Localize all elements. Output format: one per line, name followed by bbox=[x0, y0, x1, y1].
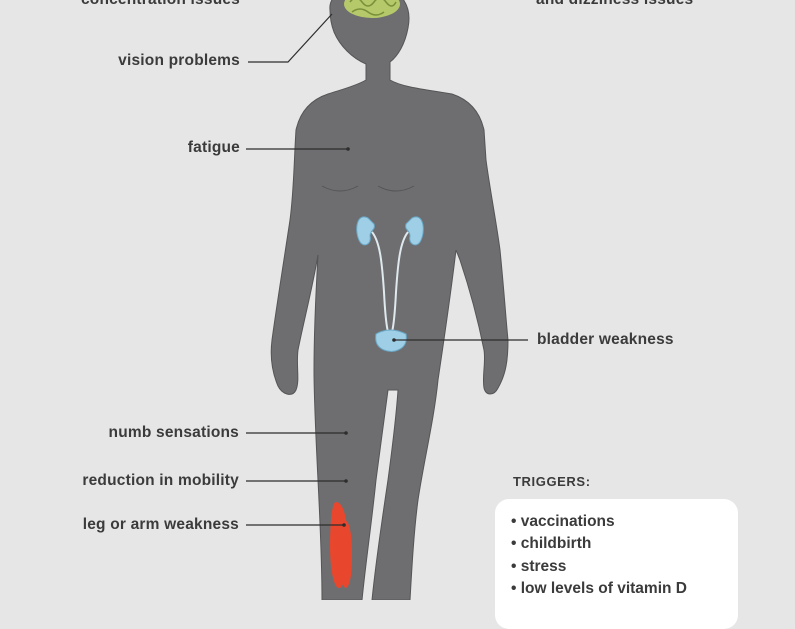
leader-vision bbox=[248, 13, 333, 63]
leader-dots bbox=[342, 147, 396, 527]
trigger-item: childbirth bbox=[511, 535, 738, 557]
label-bladder: bladder weakness bbox=[537, 331, 674, 348]
triggers-box: vaccinations childbirth stress low level… bbox=[495, 499, 738, 629]
trigger-item: low levels of vitamin D bbox=[511, 580, 738, 602]
label-vision: vision problems bbox=[118, 52, 240, 69]
triggers-list: vaccinations childbirth stress low level… bbox=[495, 499, 738, 602]
label-mobility: reduction in mobility bbox=[82, 472, 239, 489]
head bbox=[270, 0, 509, 600]
body-illustration bbox=[246, 0, 528, 600]
urinary-system bbox=[356, 216, 424, 352]
body-silhouette bbox=[270, 0, 509, 600]
label-numb: numb sensations bbox=[108, 424, 239, 441]
leader-lines bbox=[246, 13, 528, 526]
brain-graphic bbox=[344, 0, 400, 18]
label-balance: and dizziness issues bbox=[536, 0, 693, 9]
trigger-item: vaccinations bbox=[511, 513, 738, 535]
label-weakness: leg or arm weakness bbox=[82, 516, 239, 533]
chest-lines bbox=[321, 185, 415, 192]
label-concentration: concentration issues bbox=[81, 0, 240, 9]
label-fatigue: fatigue bbox=[187, 139, 240, 156]
trigger-item: stress bbox=[511, 558, 738, 580]
triggers-title: TRIGGERS: bbox=[513, 474, 591, 489]
